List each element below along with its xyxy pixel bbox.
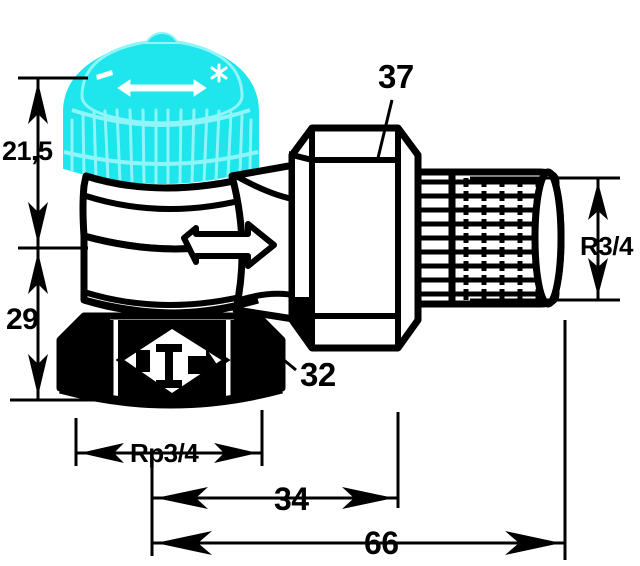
dimension-rp34 bbox=[74, 410, 264, 466]
arrow-right-66 bbox=[505, 531, 561, 555]
arrow-down-r34 bbox=[588, 258, 608, 296]
head-knurl-ribs bbox=[70, 108, 253, 186]
dimension-66 bbox=[152, 320, 567, 560]
dimension-21-5 bbox=[28, 78, 48, 248]
thread-gaps bbox=[458, 187, 546, 289]
dimension-label-r3-4: R3/4 bbox=[580, 231, 633, 261]
diamond-logo-icon bbox=[115, 323, 231, 400]
cap-star-mark-icon bbox=[210, 63, 228, 83]
dimension-label-rp3-4: Rp3/4 bbox=[130, 438, 199, 468]
leader-line-32 bbox=[261, 340, 297, 372]
cap-minus-mark-icon bbox=[96, 70, 113, 80]
dimension-label-29: 29 bbox=[6, 303, 39, 336]
arrow-down-215 bbox=[28, 202, 48, 244]
inlet-nut-left-shade bbox=[60, 316, 110, 398]
extension-lines bbox=[10, 76, 620, 402]
arrow-down-29 bbox=[28, 354, 48, 396]
inlet-junction-arcs bbox=[59, 296, 283, 409]
arrow-up-r34 bbox=[588, 182, 608, 220]
union-nut-shadow bbox=[292, 300, 312, 348]
inlet-nut-right-shade bbox=[234, 316, 282, 400]
arrow-left-rp34 bbox=[80, 443, 124, 463]
arrow-right-rp34 bbox=[214, 443, 258, 463]
leader-line-37 bbox=[376, 99, 394, 159]
arrow-up-29 bbox=[28, 252, 48, 294]
dimension-label-34: 34 bbox=[274, 481, 309, 517]
dimension-29 bbox=[28, 248, 48, 400]
arrow-left-66 bbox=[156, 531, 212, 555]
arrow-up-215 bbox=[28, 82, 48, 124]
diamond-logo-glyphs bbox=[136, 344, 218, 388]
union-hex-nut bbox=[288, 124, 422, 352]
head-lower-rim bbox=[63, 150, 259, 166]
flow-arrow-right-icon bbox=[181, 221, 277, 269]
dimension-34 bbox=[150, 412, 400, 556]
thermostatic-head bbox=[63, 31, 259, 186]
head-upper-rim bbox=[71, 108, 251, 127]
arrow-left-34 bbox=[156, 487, 208, 509]
male-thread-outlet bbox=[414, 168, 565, 308]
dimension-r34 bbox=[588, 178, 608, 300]
union-nut-left-facet bbox=[289, 151, 315, 303]
arrow-right-34 bbox=[342, 487, 394, 509]
dimension-label-21-5: 21,5 bbox=[2, 136, 53, 166]
callout-label-37: 37 bbox=[378, 58, 414, 95]
callout-label-32: 32 bbox=[300, 356, 336, 393]
outlet-bore-ellipse bbox=[531, 168, 565, 308]
cap-double-arrow-icon bbox=[117, 79, 207, 97]
dimension-label-66: 66 bbox=[364, 525, 399, 561]
